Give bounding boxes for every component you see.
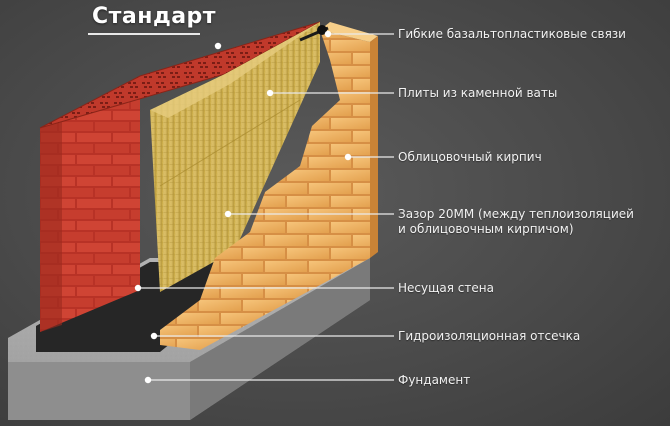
label-gap-line2: и облицовочным кирпичом) bbox=[398, 222, 574, 236]
label-foundation: Фундамент bbox=[398, 373, 471, 387]
label-basalt-ties: Гибкие базальтопластиковые связи bbox=[398, 27, 626, 41]
leader-lines bbox=[138, 33, 394, 381]
label-stone-wool: Плиты из каменной ваты bbox=[398, 86, 558, 100]
leader-dots bbox=[134, 30, 352, 384]
label-bearing-wall: Несущая стена bbox=[398, 281, 494, 295]
diagram-title: Стандарт bbox=[92, 4, 217, 29]
facing-brick-wall bbox=[160, 22, 378, 350]
insulation-layer bbox=[150, 22, 320, 292]
label-waterproofing: Гидроизоляционная отсечка bbox=[398, 329, 581, 343]
title-underline bbox=[88, 33, 200, 35]
label-facing-brick: Облицовочный кирпич bbox=[398, 150, 542, 164]
basalt-tie bbox=[299, 25, 329, 42]
label-gap-line1: Зазор 20ММ (между теплоизоляцией bbox=[398, 207, 634, 221]
bearing-wall bbox=[39, 21, 321, 332]
